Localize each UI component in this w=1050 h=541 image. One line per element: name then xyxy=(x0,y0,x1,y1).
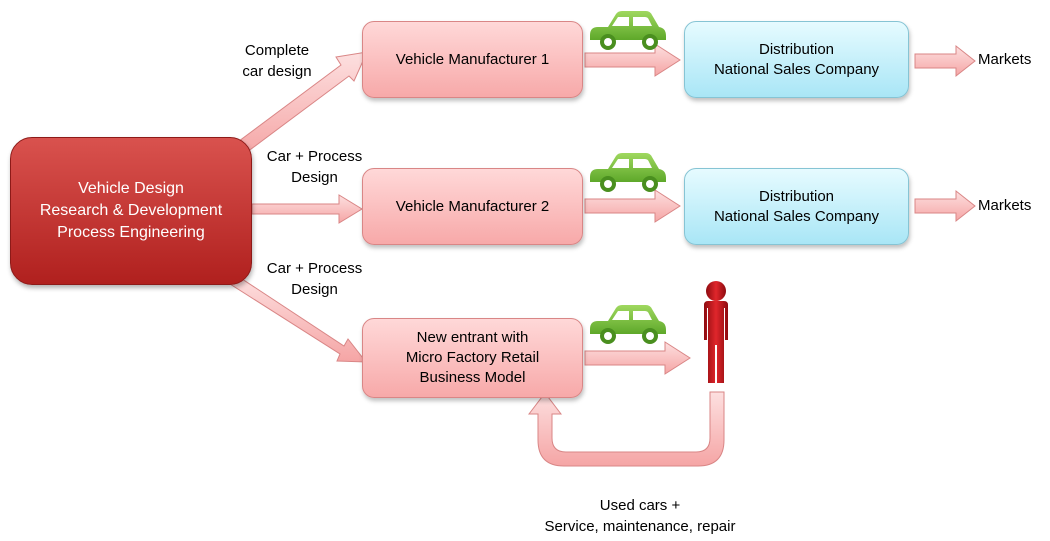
feedback-label: Used cars + Service, maintenance, repair xyxy=(520,495,760,537)
arrow-label-line: Design xyxy=(291,169,338,186)
arrow-rd-to-manufacturer-2 xyxy=(251,194,363,224)
rd-box-line: Research & Development xyxy=(39,202,223,219)
arrow-label-line: Complete xyxy=(244,42,310,59)
car-icon xyxy=(590,153,666,192)
car-icon xyxy=(590,11,666,50)
new-entrant-line: Micro Factory Retail xyxy=(405,349,540,366)
arrow-rd-to-manufacturer-1 xyxy=(230,51,368,159)
arrow-label-line: Design xyxy=(291,281,338,298)
new-entrant-line: New entrant with xyxy=(416,329,529,346)
arrow-label-line: Car + Process xyxy=(266,148,363,165)
rd-box: Vehicle Design Research & Development Pr… xyxy=(10,137,252,285)
arrow-feedback-loop xyxy=(527,391,725,467)
arrow-distribution-1-to-markets xyxy=(914,44,976,78)
arrow-label-bottom: Car + Process Design xyxy=(252,258,377,300)
arrow-label-line: Car + Process xyxy=(266,260,363,277)
distribution-1-line: National Sales Company xyxy=(713,60,880,78)
rd-box-line: Vehicle Design xyxy=(78,180,184,197)
arrow-distribution-2-to-markets xyxy=(914,189,976,223)
distribution-1-line: Distribution xyxy=(758,40,835,58)
arrow-rd-to-new-entrant xyxy=(229,274,368,363)
manufacturer-1-box: Vehicle Manufacturer 1 xyxy=(362,21,583,98)
arrow-label-middle: Car + Process Design xyxy=(252,146,377,188)
arrow-manufacturer-2-to-distribution xyxy=(584,189,681,223)
arrow-manufacturer-1-to-distribution xyxy=(584,43,681,77)
new-entrant-line: Business Model xyxy=(419,369,526,386)
person-icon xyxy=(704,281,728,383)
manufacturer-2-label: Vehicle Manufacturer 2 xyxy=(395,197,550,215)
manufacturer-2-box: Vehicle Manufacturer 2 xyxy=(362,168,583,245)
distribution-2-box: Distribution National Sales Company xyxy=(684,168,909,245)
arrow-new-entrant-to-customer xyxy=(584,341,691,375)
markets-label-1: Markets xyxy=(978,51,1032,68)
distribution-2-line: Distribution xyxy=(758,187,835,205)
new-entrant-box: New entrant with Micro Factory Retail Bu… xyxy=(362,318,583,398)
arrow-label-top: Complete car design xyxy=(222,40,332,82)
feedback-label-line: Service, maintenance, repair xyxy=(544,518,736,535)
distribution-1-box: Distribution National Sales Company xyxy=(684,21,909,98)
distribution-2-line: National Sales Company xyxy=(713,207,880,225)
manufacturer-1-label: Vehicle Manufacturer 1 xyxy=(395,50,550,68)
car-icon xyxy=(590,305,666,344)
markets-label-2: Markets xyxy=(978,197,1032,214)
arrow-label-line: car design xyxy=(242,63,312,80)
rd-box-line: Process Engineering xyxy=(57,224,205,241)
feedback-label-line: Used cars + xyxy=(599,497,681,514)
